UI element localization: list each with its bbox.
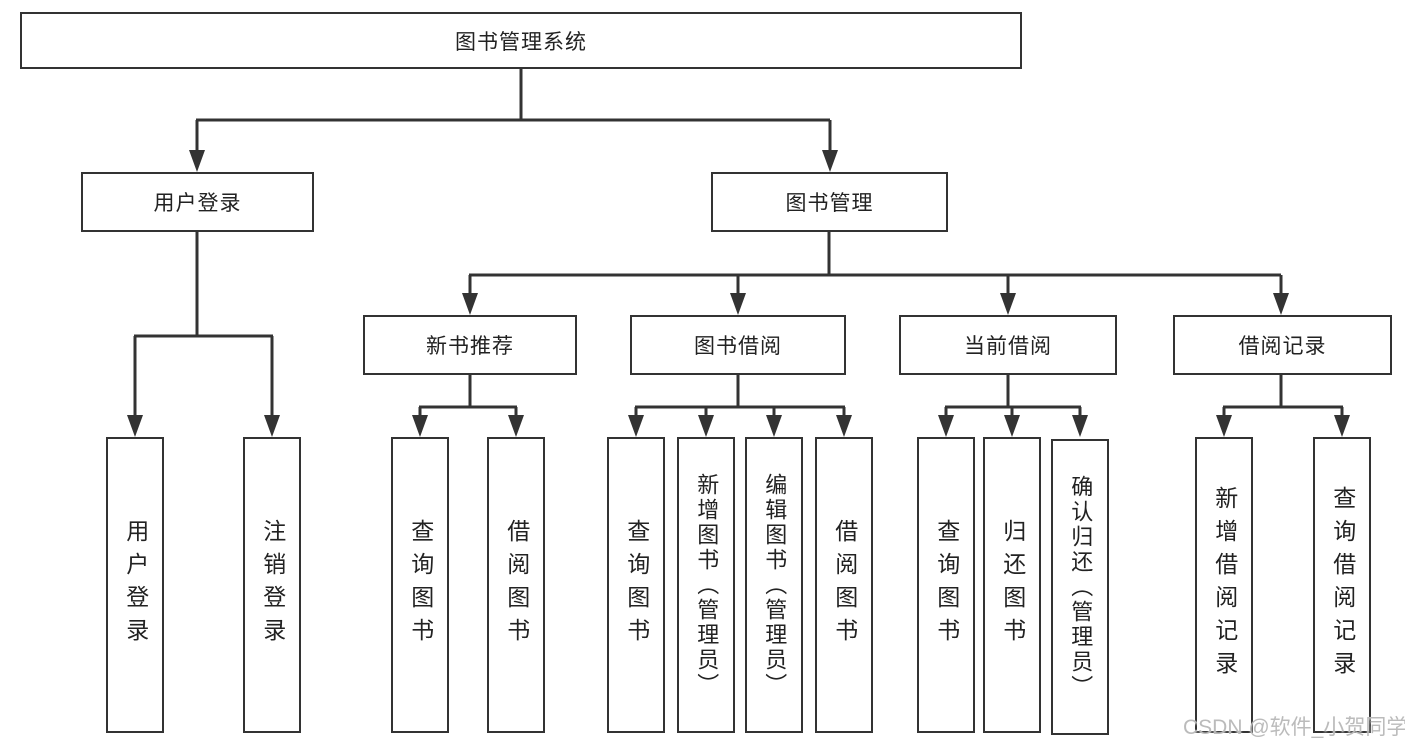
leaf-add-borrow-record: 新增借阅记录	[1195, 437, 1253, 733]
leaf-label: 查询图书	[933, 519, 960, 651]
leaf-label: 查询图书	[623, 519, 650, 651]
leaf-label: 归还图书	[999, 519, 1026, 651]
leaf-label: 确认归还（管理员）	[1068, 474, 1094, 700]
watermark-text: CSDN @软件_小贺同学	[1183, 716, 1405, 739]
node-label: 当前借阅	[964, 335, 1052, 358]
leaf-logout: 注销登录	[243, 437, 301, 733]
leaf-borrow-books: 借阅图书	[815, 437, 873, 733]
leaf-query-borrow-record: 查询借阅记录	[1313, 437, 1371, 733]
leaf-label: 用户登录	[122, 519, 149, 651]
node-book-borrowing: 图书借阅	[630, 315, 846, 375]
node-borrowing-records: 借阅记录	[1173, 315, 1392, 375]
leaf-label: 新增图书（管理员）	[694, 472, 720, 698]
leaf-add-book-admin: 新增图书（管理员）	[677, 437, 735, 733]
leaf-query-books-borrow: 查询图书	[607, 437, 665, 733]
leaf-label: 编辑图书（管理员）	[762, 472, 788, 698]
node-label: 新书推荐	[426, 335, 514, 358]
node-new-book-recommend: 新书推荐	[363, 315, 577, 375]
node-label: 借阅记录	[1238, 335, 1327, 358]
leaf-label: 注销登录	[259, 519, 286, 651]
leaf-confirm-return-admin: 确认归还（管理员）	[1051, 439, 1109, 735]
leaf-user-login: 用户登录	[106, 437, 164, 733]
leaf-label: 查询借阅记录	[1329, 486, 1356, 684]
node-book-management: 图书管理	[711, 172, 948, 232]
node-user-login: 用户登录	[81, 172, 314, 232]
node-current-borrowing: 当前借阅	[899, 315, 1117, 375]
node-label: 图书管理系统	[455, 30, 587, 54]
leaf-label: 借阅图书	[831, 519, 858, 651]
leaf-query-books-recommend: 查询图书	[391, 437, 449, 733]
leaf-edit-book-admin: 编辑图书（管理员）	[745, 437, 803, 733]
leaf-borrow-books-recommend: 借阅图书	[487, 437, 545, 733]
leaf-label: 新增借阅记录	[1211, 486, 1238, 684]
leaf-label: 借阅图书	[503, 519, 530, 651]
leaf-query-books-current: 查询图书	[917, 437, 975, 733]
node-library-system: 图书管理系统	[20, 12, 1022, 69]
node-label: 用户登录	[153, 192, 242, 215]
leaf-return-books: 归还图书	[983, 437, 1041, 733]
node-label: 图书管理	[785, 192, 874, 215]
node-label: 图书借阅	[694, 335, 782, 358]
leaf-label: 查询图书	[407, 519, 434, 651]
